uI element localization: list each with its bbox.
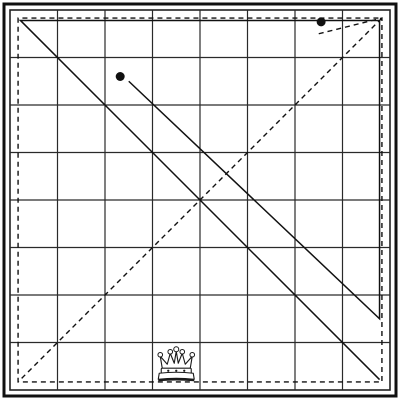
solid-tour-path <box>18 19 381 381</box>
dashed-path-start-marker <box>316 17 326 27</box>
dashed-tour-path <box>17 17 384 383</box>
solid-path-start-marker <box>115 72 125 81</box>
board-grid <box>10 10 390 390</box>
crown-icon <box>157 346 196 382</box>
